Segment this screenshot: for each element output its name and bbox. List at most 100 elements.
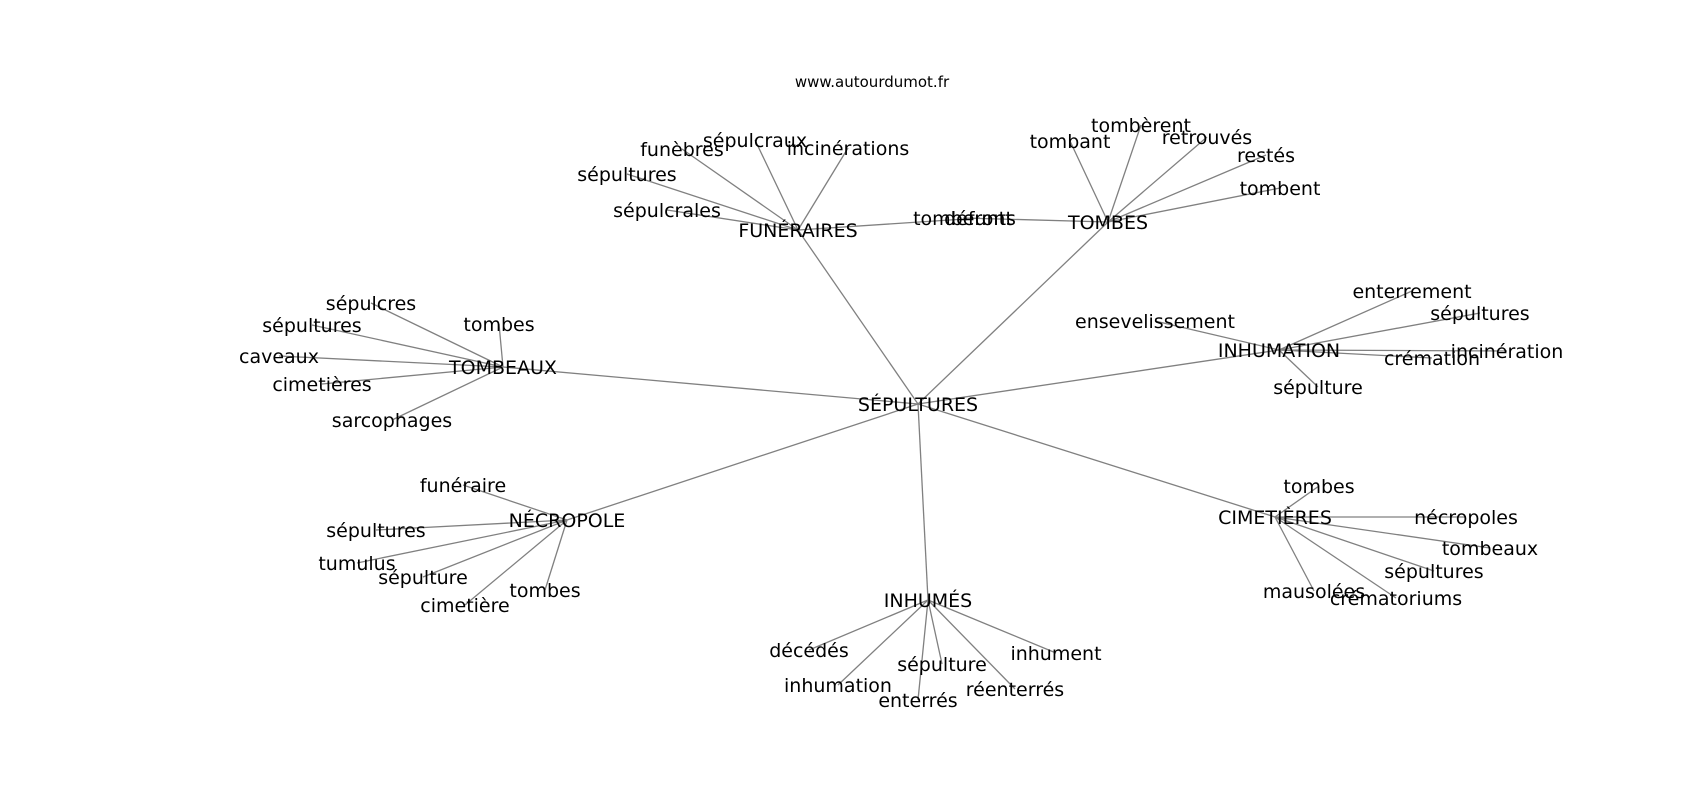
root-to-hub-edge <box>917 403 929 601</box>
hub-to-leaf-edge <box>422 519 568 578</box>
hub-to-leaf-edge <box>808 599 929 651</box>
leaf-node-label: inhumation <box>784 675 892 697</box>
hub-to-leaf-edge <box>321 366 504 385</box>
hub-node-label: TOMBEAUX <box>448 357 557 379</box>
hub-to-leaf-edge <box>962 217 1109 223</box>
hub-to-leaf-edge <box>797 217 981 231</box>
leaf-node-label: tombant <box>1030 131 1111 153</box>
hub-to-leaf-edge <box>544 519 568 591</box>
leaf-node-label: sépultures <box>1430 303 1529 325</box>
hub-to-leaf-edge <box>1274 516 1315 592</box>
hub-to-leaf-edge <box>1274 516 1397 599</box>
root-to-hub-edge <box>502 366 919 405</box>
leaf-node-label: sépulcrales <box>613 200 721 222</box>
leaf-node-label: défunts <box>944 208 1016 230</box>
hub-node-label: INHUMATION <box>1218 340 1340 362</box>
leaf-node-label: retrouvés <box>1162 127 1252 149</box>
hub-to-leaf-edge <box>1107 154 1267 223</box>
hub-to-leaf-edge <box>498 323 504 368</box>
hub-to-leaf-edge <box>754 139 799 231</box>
hub-to-leaf-edge <box>464 519 568 606</box>
leaf-node-label: sépulture <box>378 567 468 589</box>
leaf-node-label: sépulcraux <box>703 130 807 152</box>
leaf-node-label: sépulcres <box>326 293 416 315</box>
leaf-node-label: incinération <box>1451 341 1564 363</box>
leaf-node-label: réenterrés <box>966 679 1064 701</box>
root-to-hub-edge <box>566 403 919 521</box>
hub-to-leaf-edge <box>1278 312 1481 351</box>
hub-node-label: TOMBES <box>1067 212 1148 234</box>
root-to-hub-edge <box>917 221 1109 405</box>
leaf-node-label: inhument <box>1010 643 1101 665</box>
hub-to-leaf-edge <box>681 148 799 231</box>
leaf-node-label: sépultures <box>262 315 361 337</box>
leaf-node-label: cimetière <box>420 595 509 617</box>
hub-to-leaf-edge <box>278 355 504 368</box>
leaf-node-label: tombèrent <box>1091 115 1191 137</box>
leaf-node-label: restés <box>1237 145 1295 167</box>
leaf-node-label: caveaux <box>239 346 319 368</box>
leaf-node-label: tombes <box>509 580 580 602</box>
leaf-node-label: tombent <box>1240 178 1321 200</box>
leaf-node-label: tombeaux <box>1442 538 1538 560</box>
leaf-node-label: sépulture <box>897 654 987 676</box>
hub-to-leaf-edge <box>1107 187 1281 223</box>
source-label: www.autourdumot.fr <box>795 73 950 91</box>
hub-to-leaf-edge <box>1107 136 1208 223</box>
root-to-hub-edge <box>917 403 1276 518</box>
leaf-node-label: enterrés <box>878 690 957 712</box>
leaf-node-label: funèbres <box>640 139 724 161</box>
leaf-node-label: mausolées <box>1263 581 1365 603</box>
hub-to-leaf-edge <box>391 366 504 421</box>
hub-to-leaf-edge <box>462 484 568 521</box>
hub-to-leaf-edge <box>626 173 799 231</box>
hub-node-label: INHUMÉS <box>884 589 972 612</box>
hub-to-leaf-edge <box>837 599 929 686</box>
hub-to-leaf-edge <box>356 519 568 564</box>
leaf-node-label: tombes <box>1283 476 1354 498</box>
leaf-node-label: tumulus <box>318 553 395 575</box>
leaf-node-label: sépulture <box>1273 377 1363 399</box>
leaf-node-label: crémation <box>1384 348 1480 370</box>
root-to-hub-edge <box>797 229 919 405</box>
hub-node-label: NÉCROPOLE <box>509 509 626 532</box>
leaf-node-label: nécropoles <box>1414 507 1518 529</box>
root-node-label: SÉPULTURES <box>858 393 978 416</box>
hub-to-leaf-edge <box>1154 320 1280 351</box>
hub-to-leaf-edge <box>927 599 943 665</box>
graph-labels: www.autourdumot.fr SÉPULTURES FUNÉRAIRES… <box>239 73 1563 712</box>
leaf-node-label: incinérations <box>787 138 910 160</box>
hub-to-leaf-edge <box>666 209 799 231</box>
hub-to-leaf-edge <box>1107 124 1142 223</box>
hub-to-leaf-edge <box>1278 349 1319 388</box>
hub-to-leaf-edge <box>1069 140 1109 223</box>
leaf-node-label: décédés <box>769 640 849 662</box>
leaf-node-label: sépultures <box>577 164 676 186</box>
leaf-node-label: tomberont <box>913 208 1013 230</box>
hub-to-leaf-edge <box>797 147 849 231</box>
hub-node-label: CIMETIÈRES <box>1218 506 1332 529</box>
leaf-node-label: ensevelissement <box>1075 311 1235 333</box>
hub-to-leaf-edge <box>927 599 1057 654</box>
root-to-hub-edge <box>917 349 1280 405</box>
leaf-node-label: cimetières <box>272 374 371 396</box>
graph-edges <box>278 124 1508 701</box>
hub-to-leaf-edge <box>1274 485 1320 518</box>
leaf-node-label: sépultures <box>1384 561 1483 583</box>
hub-to-leaf-edge <box>370 302 504 368</box>
leaf-node-label: sarcophages <box>332 410 452 432</box>
hub-node-label: FUNÉRAIRES <box>738 219 857 242</box>
hub-to-leaf-edge <box>375 519 568 531</box>
hub-to-leaf-edge <box>1278 349 1508 352</box>
hub-to-leaf-edge <box>917 599 929 701</box>
hub-to-leaf-edge <box>1278 290 1413 351</box>
hub-to-leaf-edge <box>1274 516 1435 572</box>
leaf-node-label: sépultures <box>326 520 425 542</box>
leaf-node-label: funéraire <box>420 475 506 497</box>
leaf-node-label: crématoriums <box>1330 588 1462 610</box>
leaf-node-label: tombes <box>463 314 534 336</box>
leaf-node-label: enterrement <box>1352 281 1471 303</box>
hub-to-leaf-edge <box>311 324 504 368</box>
hub-to-leaf-edge <box>927 599 1016 690</box>
